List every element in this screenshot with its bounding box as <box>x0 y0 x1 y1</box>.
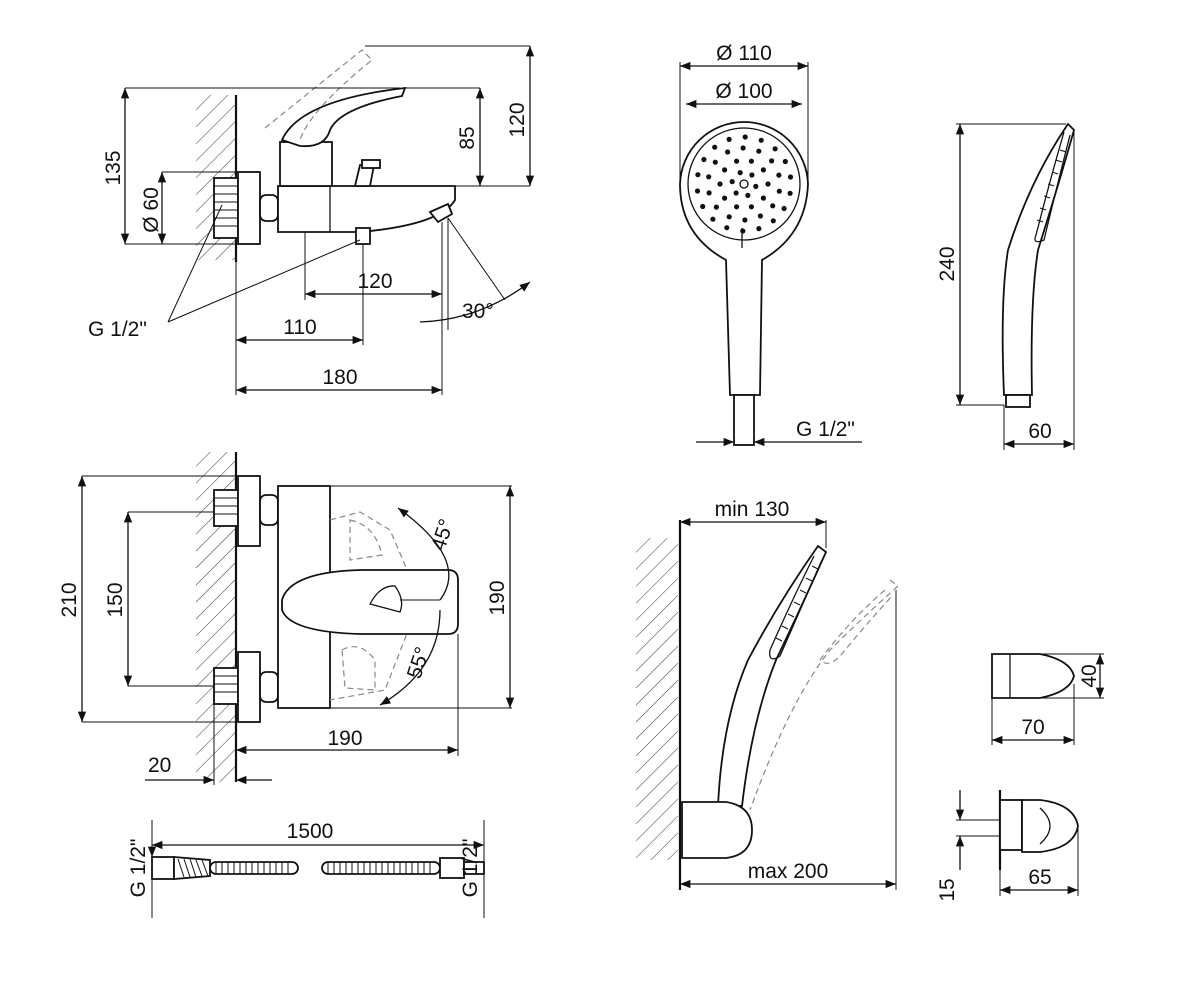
shower-nozzles <box>694 134 794 234</box>
nozzle-dot <box>713 204 720 210</box>
nozzle-dot <box>740 228 746 234</box>
nozzle-dot <box>769 158 775 164</box>
nozzle-dot <box>760 195 767 201</box>
dim-d60: Ø 60 <box>140 187 163 233</box>
nozzle-dot <box>756 148 762 154</box>
nozzle-dot <box>742 217 748 223</box>
nozzle-dot <box>695 172 701 178</box>
nozzle-dot <box>694 188 701 194</box>
hose-thread-left: G 1/2" <box>127 839 150 898</box>
nozzle-dot <box>739 179 749 189</box>
nozzle-dot <box>765 181 771 187</box>
bracket-view: 40 70 15 65 <box>936 653 1105 902</box>
dim-240: 240 <box>936 246 959 281</box>
dim-210: 210 <box>58 582 81 617</box>
nozzle-dot <box>712 159 718 165</box>
nozzle-dot <box>726 214 732 220</box>
shower-head-front: Ø 110 Ø 100 G 1/2" <box>679 42 862 447</box>
nozzle-dot <box>701 156 707 163</box>
dim-max-200: max 200 <box>748 860 829 883</box>
nozzle-dot <box>737 170 743 176</box>
dim-120-h: 120 <box>357 270 392 293</box>
hose-length: 1500 <box>287 820 334 843</box>
thread-label-mixer: G 1/2" <box>88 318 147 341</box>
nozzle-dot <box>787 190 793 196</box>
nozzle-dot <box>760 167 767 173</box>
mixer-side-view: 135 Ø 60 120 85 120 110 180 30° G 1/2" <box>88 45 535 395</box>
nozzle-dot <box>782 158 788 165</box>
nozzle-dot <box>770 203 776 209</box>
nozzle-dot <box>722 195 728 201</box>
nozzle-dot <box>758 137 764 143</box>
shower-head-side: 240 60 <box>936 122 1076 450</box>
nozzle-dot <box>717 181 723 187</box>
dim-190-h: 190 <box>327 727 362 750</box>
nozzle-dot <box>772 146 778 152</box>
dim-70: 70 <box>1021 716 1044 739</box>
nozzle-dot <box>776 188 782 194</box>
dim-135: 135 <box>102 150 125 185</box>
dim-d100: Ø 100 <box>715 80 772 103</box>
dim-60: 60 <box>1028 420 1051 443</box>
nozzle-dot <box>712 144 718 150</box>
nozzle-dot <box>710 216 716 222</box>
nozzle-dot <box>787 174 794 180</box>
hose-thread-right: G 1/2" <box>459 839 482 898</box>
dim-angle-45: 45° <box>427 516 459 553</box>
nozzle-dot <box>740 145 746 151</box>
nozzle-dot <box>756 226 762 232</box>
nozzle-dot <box>734 204 740 210</box>
dim-110: 110 <box>283 316 316 339</box>
nozzle-dot <box>733 190 739 196</box>
nozzle-dot <box>753 183 759 189</box>
dim-angle-30: 30° <box>462 300 494 323</box>
mixer-front-view: 45° 55° 210 150 190 190 20 <box>58 452 515 785</box>
dim-min-130: min 130 <box>715 498 790 521</box>
hose-view: 1500 G 1/2" G 1/2" <box>127 820 485 918</box>
nozzle-dot <box>725 149 731 155</box>
nozzle-dot <box>726 136 732 142</box>
nozzle-dot <box>742 134 748 140</box>
dim-180: 180 <box>322 366 357 389</box>
dim-190-v: 190 <box>486 580 509 615</box>
shower-thread: G 1/2" <box>796 418 855 441</box>
dim-15: 15 <box>936 878 959 901</box>
nozzle-dot <box>748 158 755 164</box>
nozzle-dot <box>734 158 740 164</box>
dim-85: 85 <box>456 126 479 149</box>
nozzle-dot <box>722 167 728 173</box>
dim-angle-55: 55° <box>403 644 435 681</box>
wall-hatch-holder <box>636 538 678 860</box>
nozzle-dot <box>745 192 751 198</box>
dim-150: 150 <box>104 582 127 617</box>
nozzle-dot <box>748 204 755 210</box>
nozzle-dot <box>724 225 730 231</box>
nozzle-dot <box>776 172 782 178</box>
dim-d110: Ø 110 <box>716 42 772 65</box>
dim-120-v: 120 <box>506 102 529 137</box>
dim-20: 20 <box>148 754 171 777</box>
nozzle-dot <box>729 179 735 185</box>
nozzle-dot <box>706 174 712 180</box>
nozzle-dot <box>781 205 787 212</box>
nozzle-dot <box>757 213 764 219</box>
nozzle-dot <box>770 218 776 224</box>
dim-65: 65 <box>1028 866 1051 889</box>
nozzle-dot <box>706 190 712 196</box>
nozzle-dot <box>749 172 755 178</box>
holder-view: min 130 max 200 <box>636 498 899 890</box>
dim-40: 40 <box>1078 664 1101 687</box>
nozzle-dot <box>700 203 706 210</box>
